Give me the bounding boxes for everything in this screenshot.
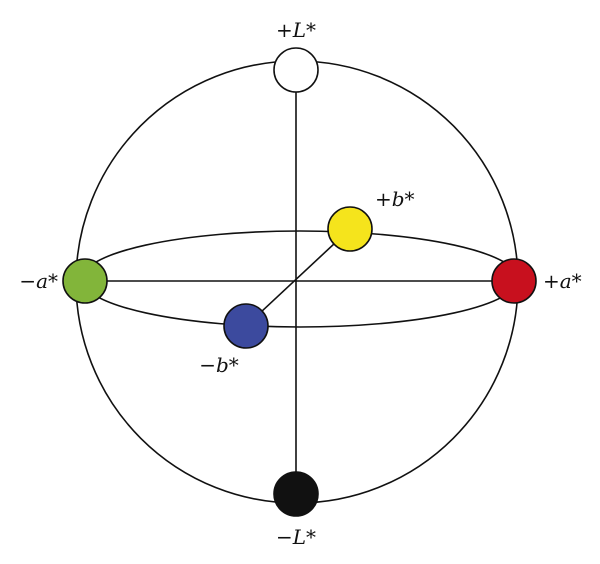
- minus-b-label: −b*: [199, 353, 239, 377]
- minus-a-node: [62, 258, 108, 304]
- color-sphere-outline: [75, 60, 519, 504]
- equator-ellipse: [81, 230, 519, 328]
- plus-l-label: +L*: [276, 18, 316, 42]
- minus-b-node: [223, 303, 269, 349]
- plus-b-label: +b*: [375, 187, 415, 211]
- b-axis-line: [245, 228, 351, 327]
- plus-a-label: +a*: [543, 269, 582, 293]
- minus-a-label: −a*: [19, 269, 58, 293]
- minus-l-label: −L*: [276, 525, 316, 549]
- plus-l-node: [273, 47, 319, 93]
- plus-a-node: [491, 258, 537, 304]
- minus-l-node: [273, 471, 319, 517]
- plus-b-node: [327, 206, 373, 252]
